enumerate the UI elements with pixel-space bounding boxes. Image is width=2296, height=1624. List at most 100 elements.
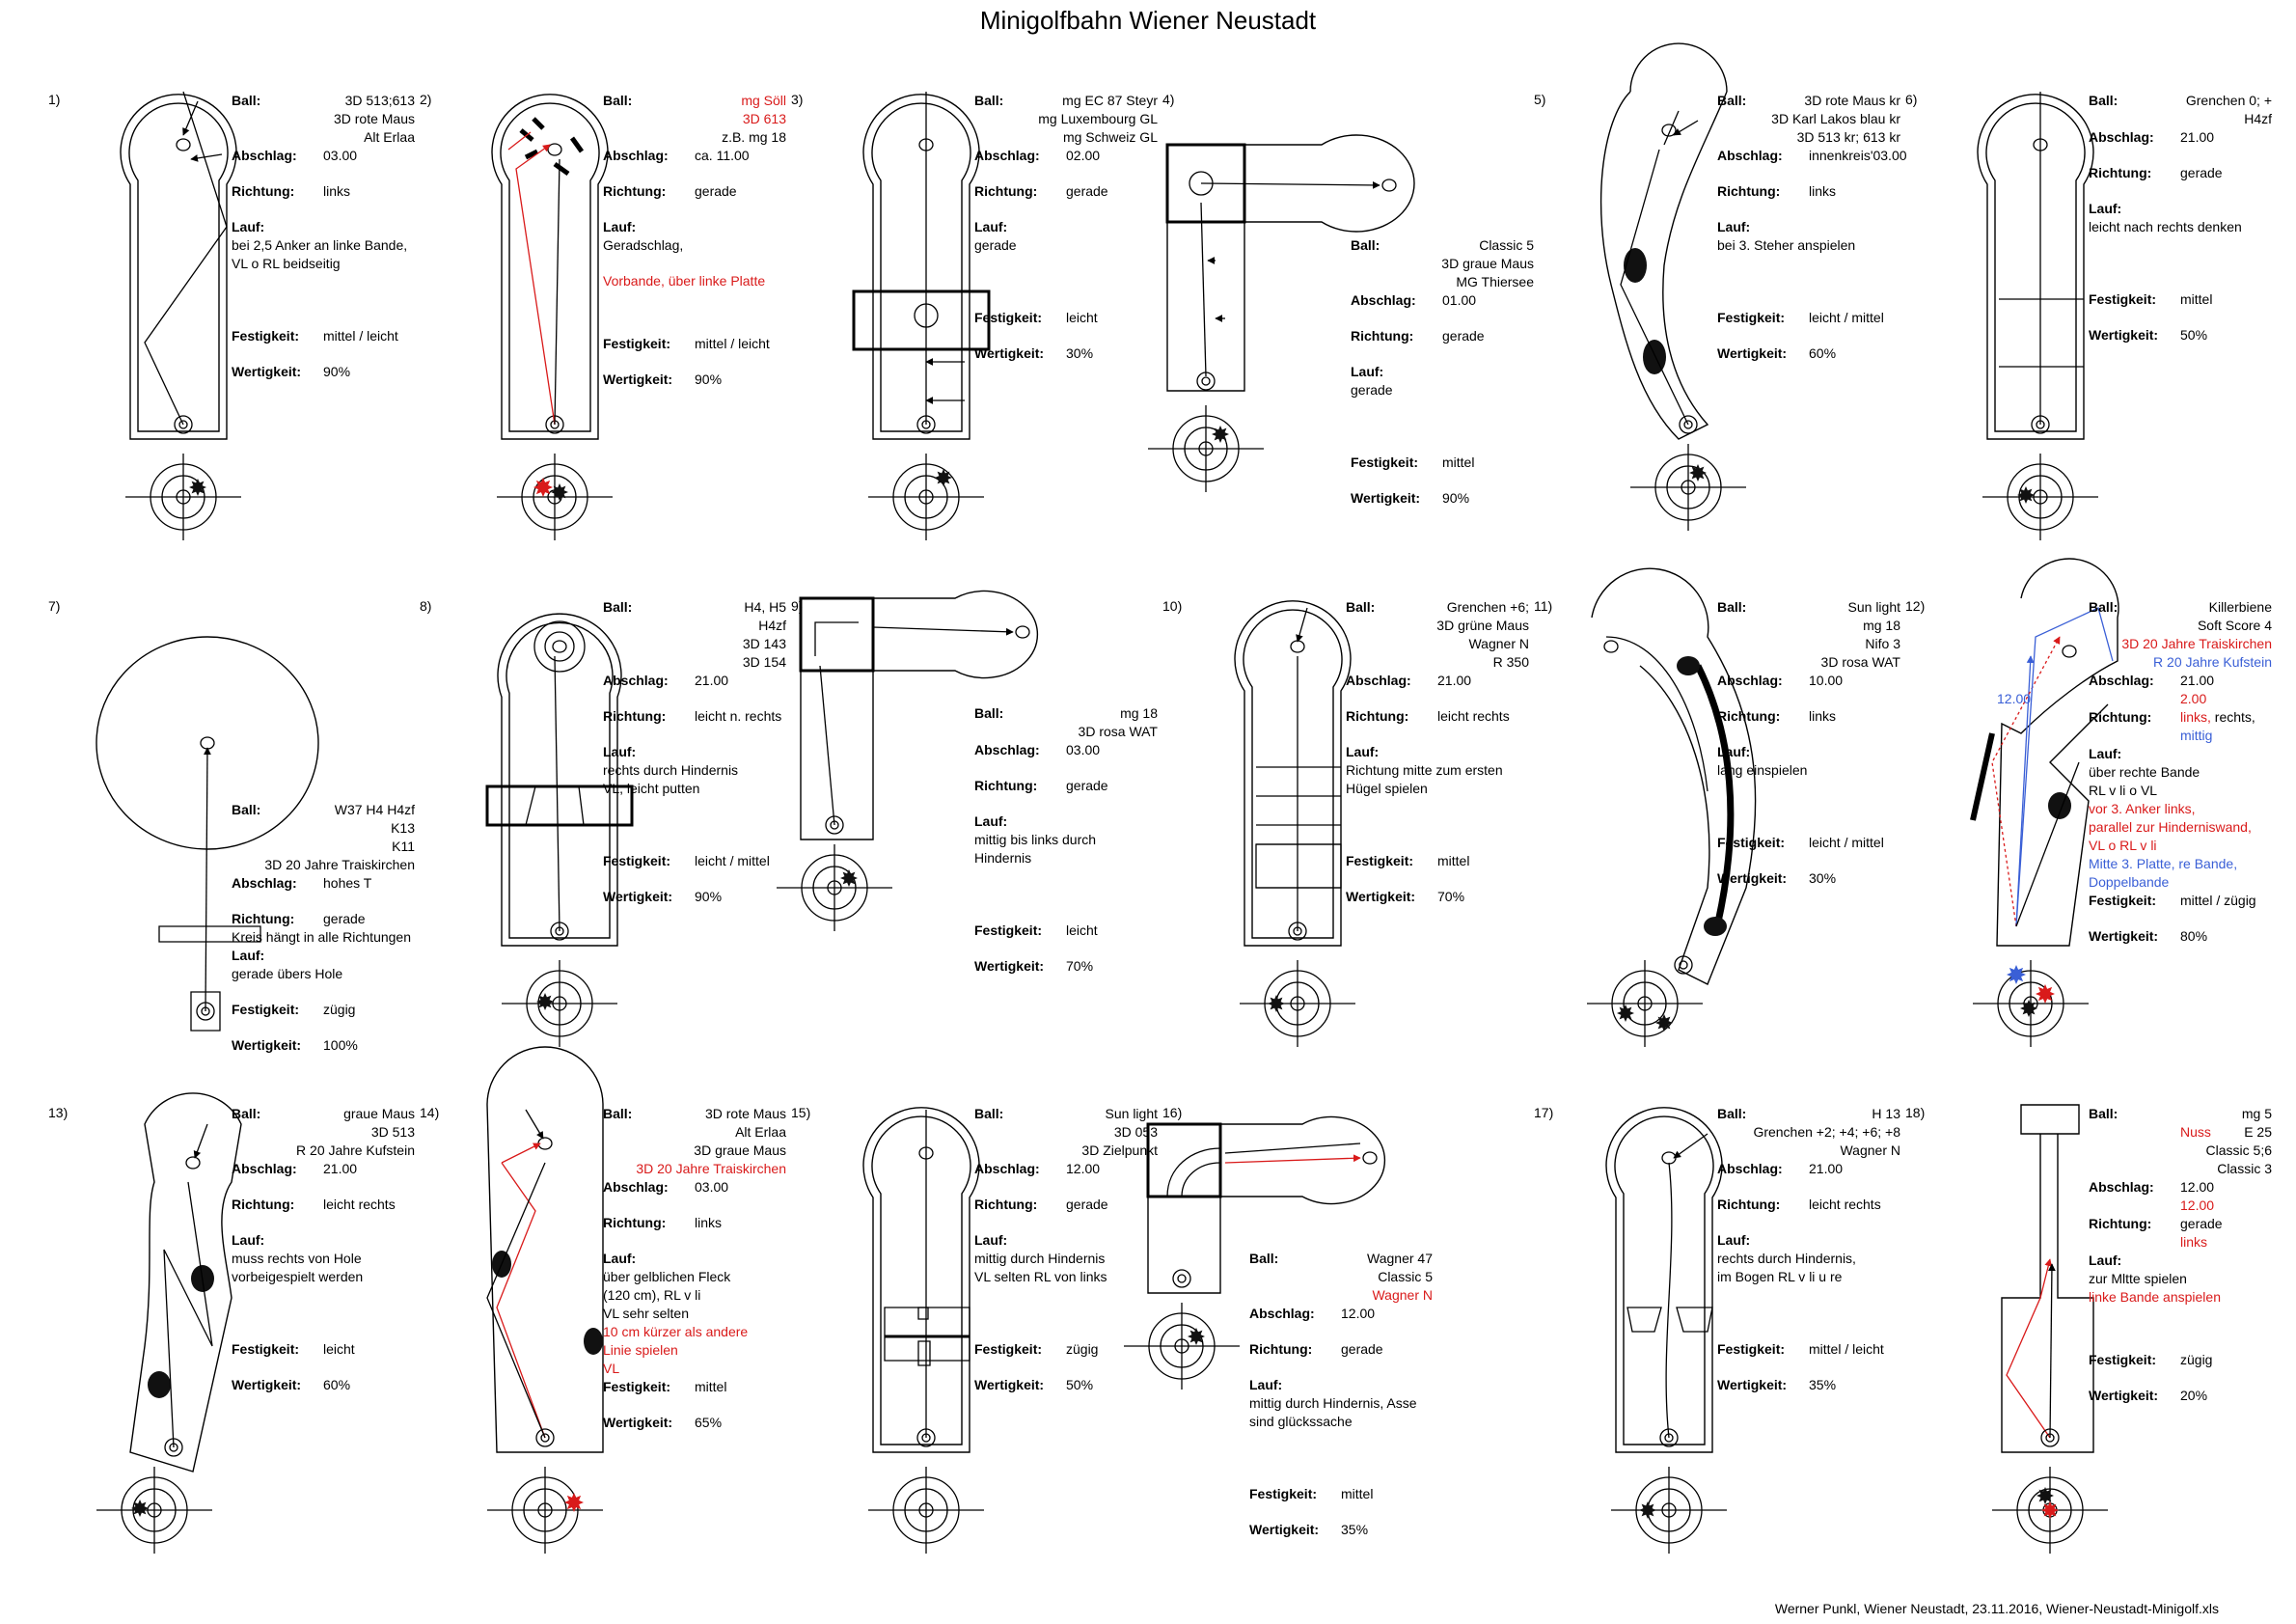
lauf-value: rechts durch Hindernis, im Bogen RL v li… (1717, 1251, 1856, 1284)
richtung-value: gerade (1341, 1341, 1383, 1357)
ball-value: Killerbiene (2208, 599, 2272, 615)
abschlag-label: Abschlag: (1346, 673, 1411, 688)
richtung-row: Richtung:gerade (974, 182, 1158, 201)
abschlag-label: Abschlag: (2089, 673, 2154, 688)
ball-value: Nifo 3 (1865, 636, 1900, 651)
festigkeit-label: Festigkeit: (232, 1002, 300, 1017)
lauf-value-blue: Mitte 3. Platte, re Bande, Doppelbande (2089, 856, 2238, 890)
richtung-values: gerade (974, 1196, 1158, 1214)
wertigkeit-value: 60% (1809, 345, 1837, 361)
wertigkeit-row: Wertigkeit:60% (232, 1376, 415, 1394)
richtung-row: Richtung:leicht n. rechts (603, 707, 786, 726)
wertigkeit-value: 50% (1066, 1377, 1094, 1392)
ball-value: Grenchen 0; + (2185, 93, 2272, 108)
wertigkeit-row: Wertigkeit:35% (1717, 1376, 1900, 1394)
abschlag-row: Abschlag:12.00 (1249, 1305, 1433, 1323)
ball-value: mg 18 (1120, 705, 1158, 721)
ball-value: graue Maus (343, 1106, 415, 1121)
richtung-values: gerade (974, 182, 1158, 201)
spacer (974, 867, 1158, 922)
richtung-values: leicht rechts (1346, 707, 1529, 726)
lauf-value: leicht nach rechts denken (2089, 219, 2242, 234)
hole-diagram (68, 637, 251, 1100)
festigkeit-row: Festigkeit:mittel (603, 1378, 786, 1396)
abschlag-row: Abschlag:innenkreis'03.00 (1717, 147, 1907, 165)
festigkeit-value: mittel (1437, 853, 1470, 868)
hole-number: 8) (420, 598, 432, 614)
lauf-value: bei 2,5 Anker an linke Bande, VL o RL be… (232, 237, 408, 271)
festigkeit-label: Festigkeit: (603, 1379, 671, 1394)
ball-value-red: 3D 20 Jahre Traiskirchen (636, 1161, 786, 1176)
lauf-label: Lauf: (974, 813, 1008, 829)
festigkeit-row: Festigkeit:mittel / zügig (2089, 892, 2272, 910)
wertigkeit-value: 35% (1341, 1522, 1369, 1537)
richtung-value: gerade (695, 183, 737, 199)
ball-label: Ball: (1717, 93, 1747, 108)
hole-number: 14) (420, 1105, 440, 1120)
page-title: Minigolfbahn Wiener Neustadt (979, 6, 1317, 35)
festigkeit-row: Festigkeit:leicht / mittel (1717, 834, 1900, 852)
wertigkeit-label: Wertigkeit: (232, 1037, 302, 1053)
hole-diagram (458, 598, 642, 1061)
lauf-value: zur Mltte spielen (2089, 1271, 2187, 1286)
abschlag-label: Abschlag: (974, 742, 1040, 757)
festigkeit-row: Festigkeit:leicht (232, 1340, 415, 1359)
abschlag-row: Abschlag:12.00 (974, 1160, 1158, 1178)
festigkeit-row: Festigkeit:mittel / leicht (232, 327, 415, 345)
ball-value: Alt Erlaa (735, 1124, 786, 1140)
abschlag-row: Abschlag:02.00 (974, 147, 1158, 165)
lauf-value-red: vor 3. Anker links, parallel zur Hindern… (2089, 801, 2252, 853)
ball-value: K13 (391, 820, 415, 836)
festigkeit-value: zügig (2180, 1352, 2213, 1367)
lauf-value: mittig bis links durch Hindernis (974, 832, 1097, 866)
hole-diagram (87, 1105, 270, 1568)
abschlag-row: Abschlag:03.00 (603, 1178, 786, 1197)
ball-label: Ball: (1249, 1251, 1279, 1266)
wertigkeit-value: 70% (1437, 889, 1465, 904)
footer-credit: Werner Punkl, Wiener Neustadt, 23.11.201… (1774, 1601, 2219, 1616)
festigkeit-value: leicht (1066, 922, 1098, 938)
hole-diagram (1944, 1105, 2127, 1568)
ball-value: H4, H5 (744, 599, 786, 615)
ball-label: Ball: (974, 705, 1004, 721)
hole-number: 18) (1905, 1105, 1926, 1120)
festigkeit-label: Festigkeit: (232, 1341, 300, 1357)
festigkeit-label: Festigkeit: (974, 922, 1043, 938)
festigkeit-value: mittel (1341, 1486, 1374, 1501)
richtung-value: links (1809, 183, 1837, 199)
lauf-label: Lauf: (974, 219, 1008, 234)
wertigkeit-label: Wertigkeit: (974, 958, 1045, 974)
richtung-values: links (603, 1214, 786, 1232)
lauf-value: mittig durch Hindernis VL selten RL von … (974, 1251, 1107, 1284)
ball-value: Grenchen +2; +4; +6; +8 (1753, 1124, 1900, 1140)
ball-value-red: Wagner N (1372, 1287, 1433, 1303)
ball-value: Wagner 47 (1367, 1251, 1433, 1266)
wertigkeit-label: Wertigkeit: (1717, 345, 1788, 361)
abschlag-row: Abschlag:10.00 (1717, 672, 1900, 690)
hole-diagram (830, 1105, 1013, 1568)
ball-value: Grenchen +6; (1446, 599, 1529, 615)
richtung-value: gerade (1066, 183, 1108, 199)
festigkeit-label: Festigkeit: (1717, 310, 1786, 325)
abschlag-value: 03.00 (323, 148, 358, 163)
abschlag-label: Abschlag: (1249, 1306, 1315, 1321)
wertigkeit-label: Wertigkeit: (603, 372, 673, 387)
abschlag-values: ca. 11.00 (603, 147, 786, 165)
hole-diagram (791, 598, 974, 1061)
spacer (1346, 798, 1529, 852)
richtung-value-red: links (2180, 1234, 2208, 1250)
